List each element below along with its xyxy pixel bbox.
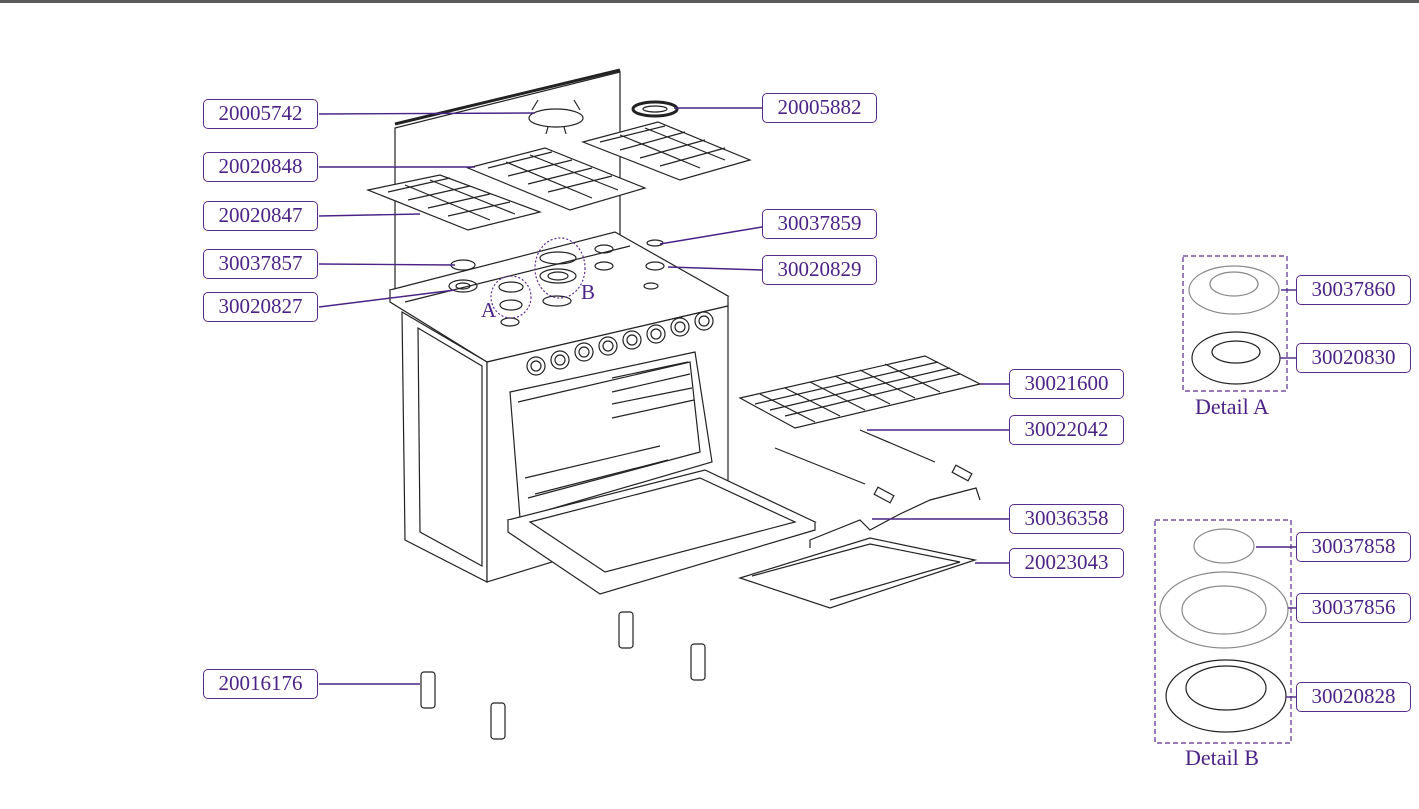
- part-label-30037860[interactable]: 30037860: [1296, 275, 1411, 305]
- baking-tray: [738, 537, 978, 609]
- part-label-30020827[interactable]: 30020827: [203, 292, 318, 322]
- part-label-30020828[interactable]: 30020828: [1296, 682, 1411, 712]
- part-label-30037858[interactable]: 30037858: [1296, 532, 1411, 562]
- part-label-20023043[interactable]: 20023043: [1009, 548, 1124, 578]
- control-knobs: [526, 311, 714, 376]
- pan-support-right: [581, 121, 752, 181]
- oven-cavity: [509, 351, 713, 519]
- part-label-30022042[interactable]: 30022042: [1009, 415, 1124, 445]
- part-label-20020848[interactable]: 20020848: [203, 152, 318, 182]
- detail-b-caption: Detail B: [1185, 745, 1259, 770]
- detail-marker-a: A: [481, 298, 497, 322]
- leader-lines: [318, 107, 1296, 698]
- part-label-30037857[interactable]: 30037857: [203, 249, 318, 279]
- part-label-30037856[interactable]: 30037856: [1296, 593, 1411, 623]
- oven-rack: [738, 355, 982, 429]
- cooktop: [388, 231, 730, 363]
- pan-support-left: [365, 174, 543, 231]
- spit-frame: [809, 487, 981, 548]
- detail-a-box: [1182, 255, 1288, 392]
- detail-marker-b: B: [581, 280, 596, 304]
- part-label-30037859[interactable]: 30037859: [762, 209, 877, 239]
- part-label-30021600[interactable]: 30021600: [1009, 369, 1124, 399]
- wok-support-part: [528, 99, 584, 135]
- detail-b-box: [1154, 519, 1292, 744]
- part-label-20020847[interactable]: 20020847: [203, 201, 318, 231]
- part-label-20005742[interactable]: 20005742: [203, 99, 318, 129]
- detail-a-caption: Detail A: [1195, 394, 1269, 419]
- pan-support-middle: [466, 147, 647, 211]
- part-label-30036358[interactable]: 30036358: [1009, 504, 1124, 534]
- rotisserie-spit: [774, 429, 973, 504]
- simmer-ring-part: [631, 100, 679, 118]
- part-label-30020829[interactable]: 30020829: [762, 255, 877, 285]
- part-label-30020830[interactable]: 30020830: [1296, 343, 1411, 373]
- part-label-20016176[interactable]: 20016176: [203, 669, 318, 699]
- oven-door: [506, 469, 817, 595]
- window-top-border: [0, 0, 1419, 3]
- part-label-20005882[interactable]: 20005882: [762, 93, 877, 123]
- oven-feet: [420, 611, 706, 740]
